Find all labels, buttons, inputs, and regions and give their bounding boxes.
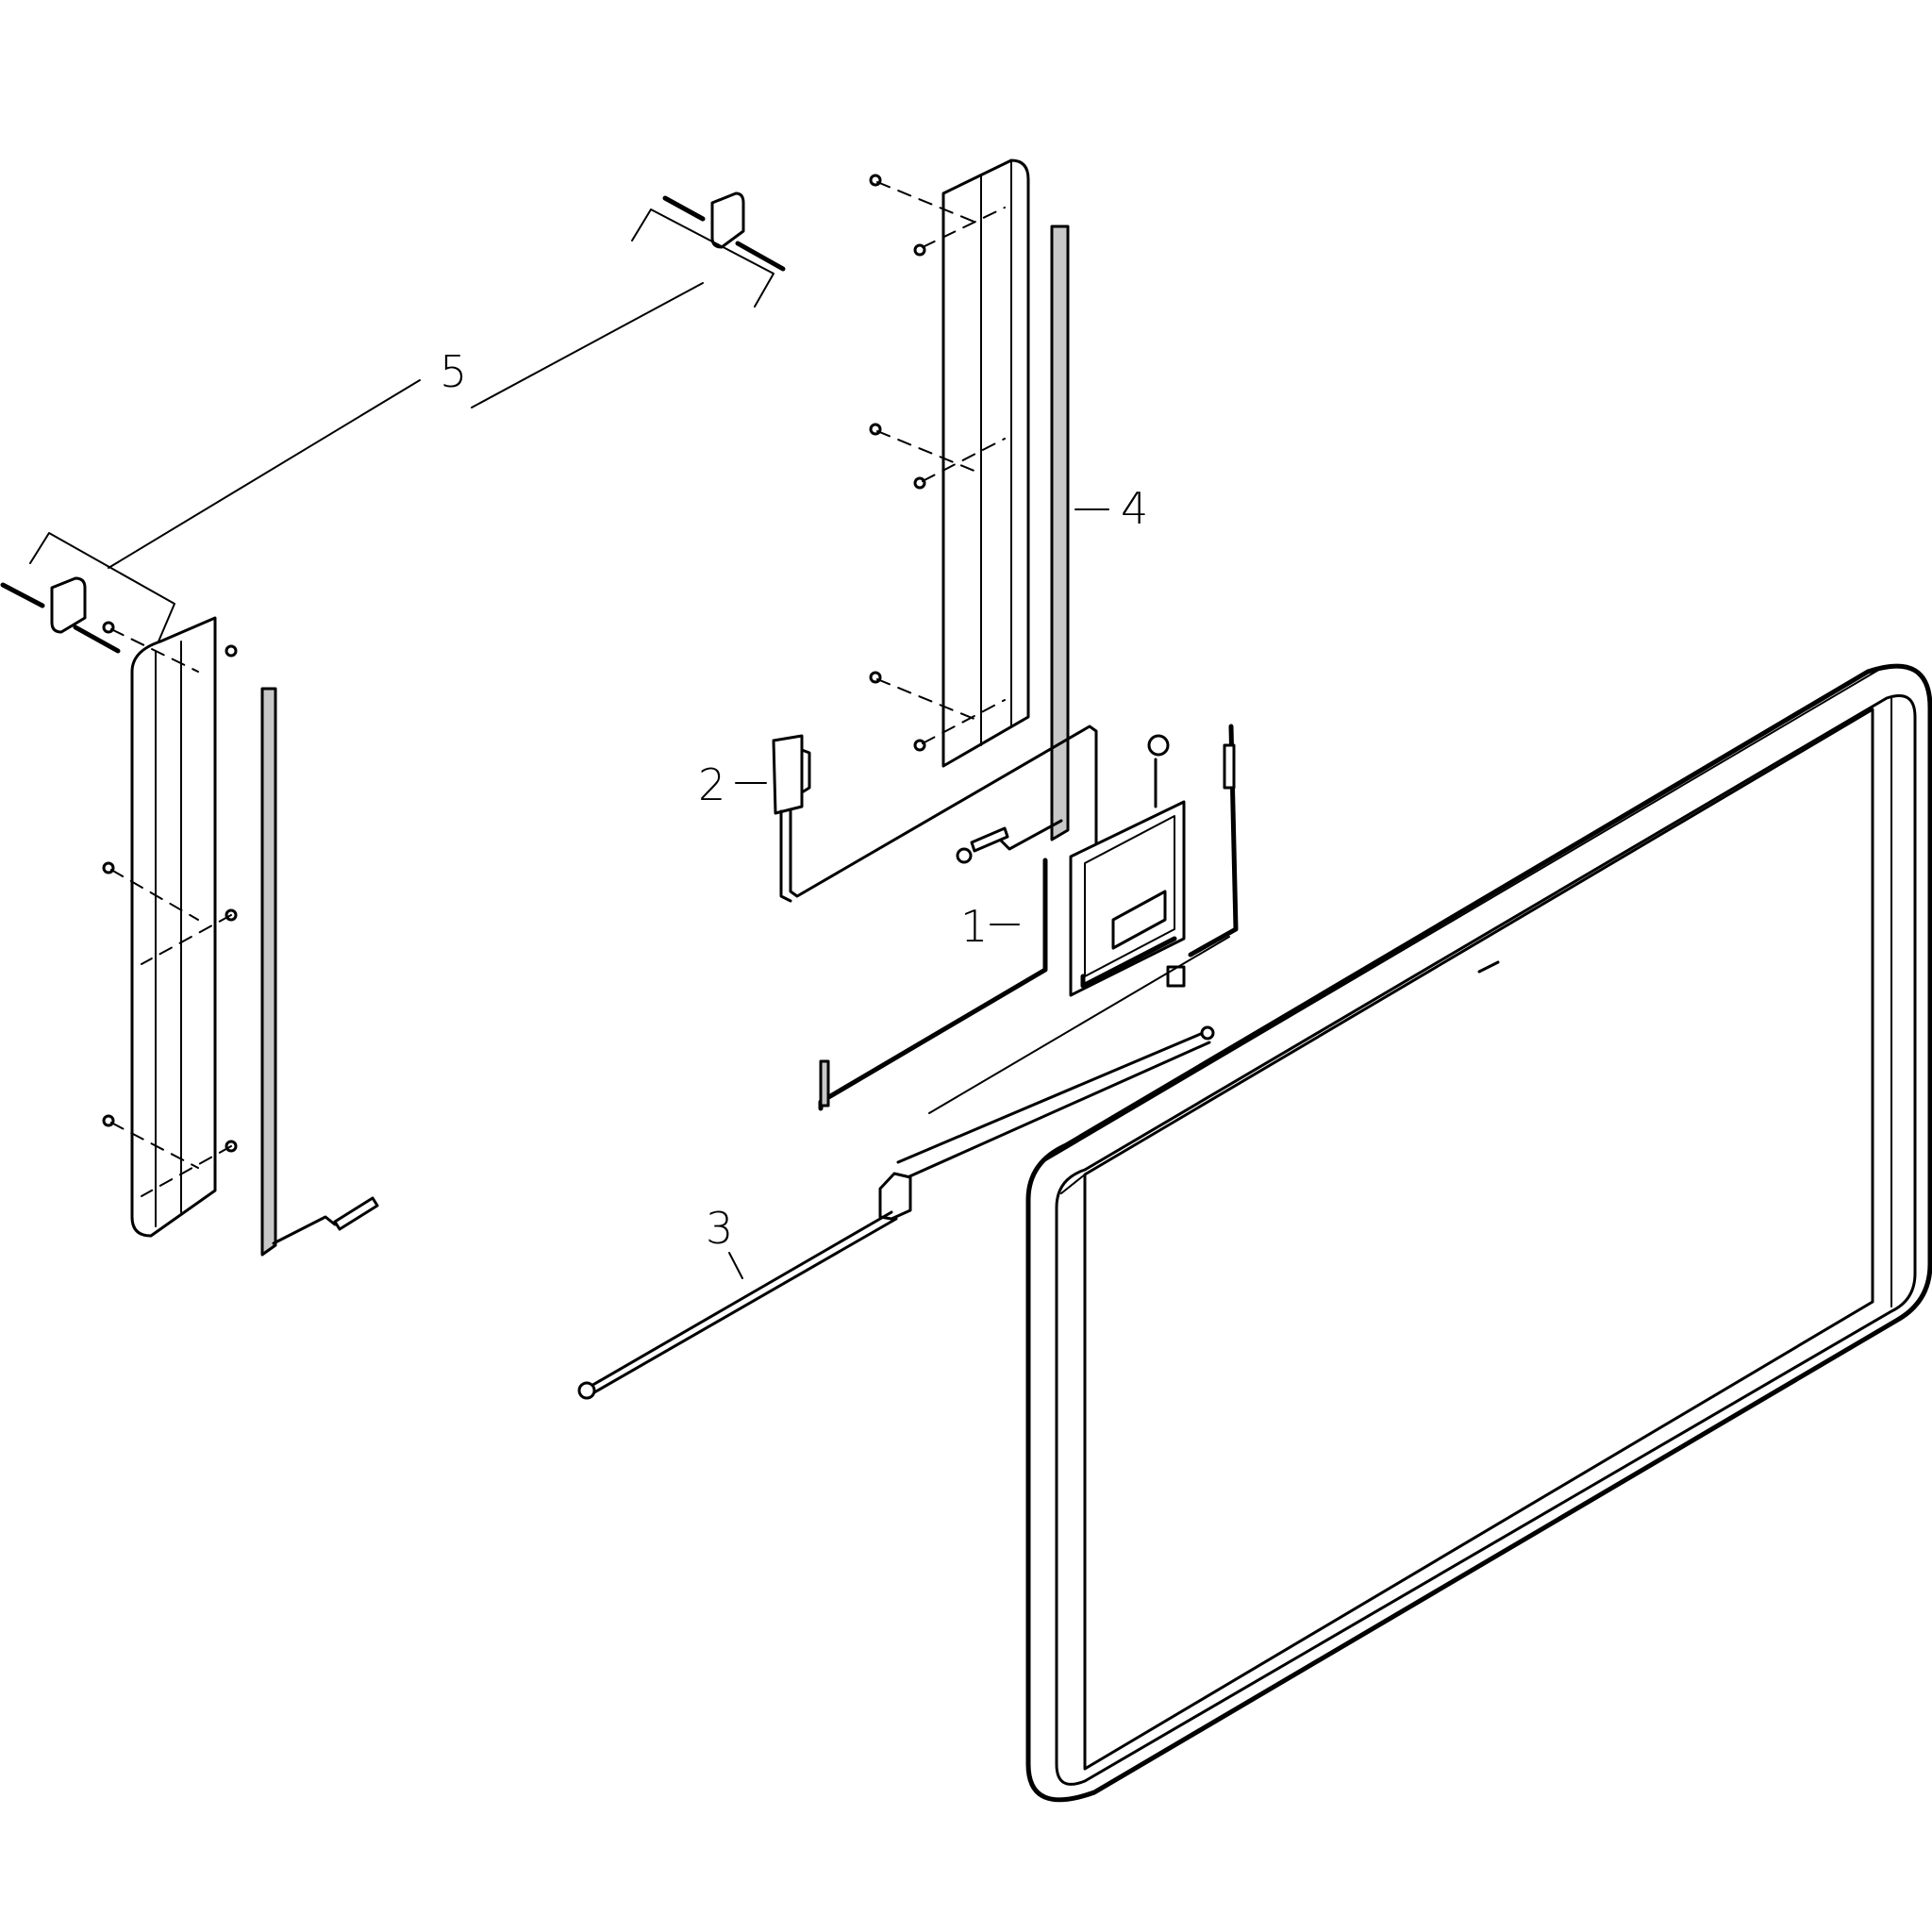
part-3-light-strip: [577, 1025, 1215, 1400]
mirror-panel: [1025, 663, 1932, 1803]
callout-5-leader-right: [471, 282, 704, 408]
part-5-bracket-top: [631, 192, 786, 308]
brand-logo-icon: [1477, 960, 1500, 974]
part-4-screws: [869, 174, 1006, 752]
callout-4: 4: [1074, 483, 1148, 534]
callout-3: 3: [706, 1203, 743, 1279]
part-5-left-profile: [102, 616, 379, 1257]
callout-label-4: 4: [1121, 483, 1148, 534]
part-4-light-profile: [869, 158, 1070, 864]
callout-label-5: 5: [440, 346, 467, 397]
callout-2: 2: [698, 759, 767, 810]
callout-1: 1: [960, 901, 1020, 952]
callout-label-1: 1: [960, 901, 988, 952]
part-5-bracket-left: [0, 532, 175, 654]
callout-label-3: 3: [706, 1203, 733, 1254]
part-2-sensor-switch: [772, 724, 1098, 922]
callout-5: 5: [440, 346, 467, 397]
part-1-control-unit: [818, 724, 1239, 1114]
callout-5-leader-left: [108, 379, 421, 569]
callout-label-2: 2: [698, 759, 725, 810]
